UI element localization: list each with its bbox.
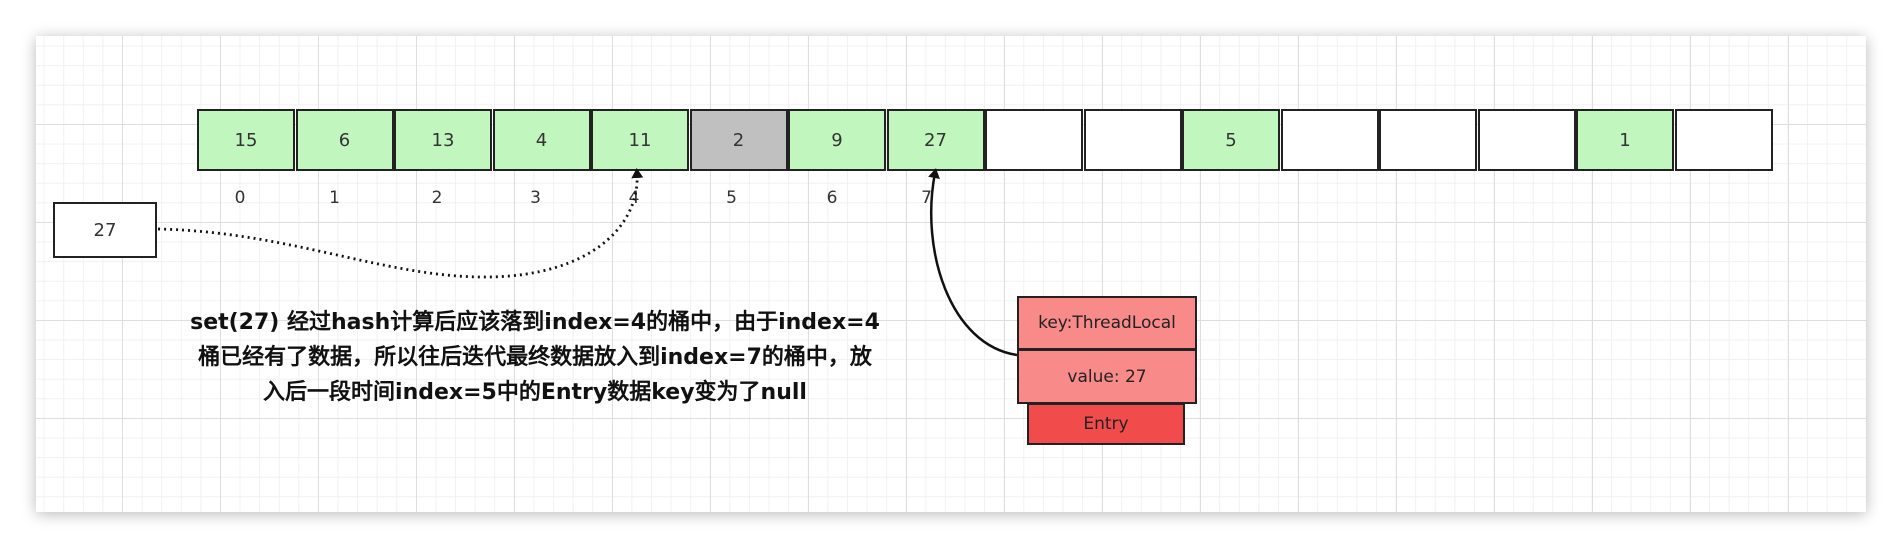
description-line-3: 入后一段时间index=5中的Entry数据key变为了null xyxy=(263,380,807,405)
index-label-7: 7 xyxy=(921,188,932,208)
array-cell-8 xyxy=(985,109,1083,171)
array-cell-13 xyxy=(1477,109,1576,171)
array-cell-1: 6 xyxy=(295,109,394,171)
array-cell-9 xyxy=(1083,109,1182,171)
index-label-3: 3 xyxy=(530,188,541,208)
index-label-5: 5 xyxy=(726,188,737,208)
index-label-4: 4 xyxy=(628,188,640,208)
index-label-6: 6 xyxy=(826,188,838,208)
array-cell-6: 9 xyxy=(788,109,886,171)
entry-ref-arrow xyxy=(928,168,1018,357)
description-line-1: set(27) 经过hash计算后应该落到index=4的桶中，由于index=… xyxy=(190,310,880,335)
entry-key-row: key:ThreadLocal xyxy=(1017,296,1197,350)
array-cell-2: 13 xyxy=(394,109,492,171)
array-cell-4: 11 xyxy=(591,109,689,171)
entry-title-row: Entry xyxy=(1027,403,1185,445)
array-cell-12 xyxy=(1379,109,1477,171)
array-cell-10: 5 xyxy=(1182,109,1280,171)
description-line-2: 桶已经有了数据，所以往后迭代最终数据放入到index=7的桶中，放 xyxy=(198,345,872,370)
index-label-2: 2 xyxy=(431,188,443,208)
probe-dotted-arrow xyxy=(157,168,644,279)
array-cell-0: 15 xyxy=(197,109,295,171)
array-cell-11 xyxy=(1280,109,1379,171)
array-cell-3: 4 xyxy=(492,109,591,171)
array-cell-5: 2 xyxy=(689,109,788,171)
new-element-box: 27 xyxy=(53,202,157,258)
index-label-1: 1 xyxy=(329,188,340,208)
index-label-0: 0 xyxy=(234,188,246,208)
array-cell-14: 1 xyxy=(1576,109,1674,171)
array-cell-7: 27 xyxy=(886,109,985,171)
array-cell-15 xyxy=(1674,109,1773,171)
entry-value-row: value: 27 xyxy=(1017,349,1197,404)
description-text: set(27) 经过hash计算后应该落到index=4的桶中，由于index=… xyxy=(120,305,950,410)
